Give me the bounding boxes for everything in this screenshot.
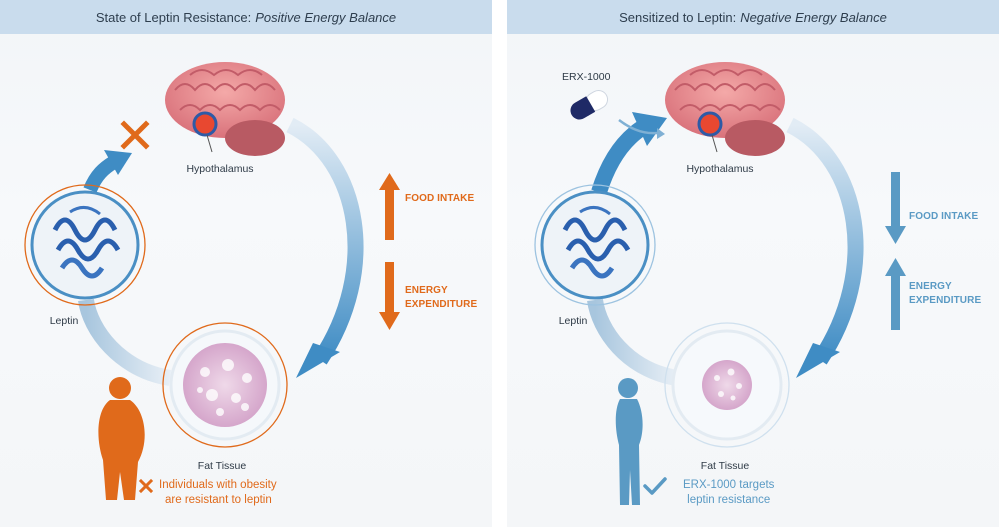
fat-tissue-label: Fat Tissue [197,460,247,472]
energy-expenditure-label: ENERGY EXPENDITURE [909,280,981,308]
food-intake-label: FOOD INTAKE [405,193,475,204]
energy-expenditure-label: ENERGY EXPENDITURE [405,284,477,312]
right-cycle-diagram [534,62,906,505]
fat-to-leptin-arc [587,298,679,386]
fat-tissue-icon [664,322,790,448]
note-line2: leptin resistance [687,494,771,506]
fat-tissue-icon [162,322,288,448]
brain-icon [665,62,785,156]
obesity-note: Individuals with obesity are resistant t… [159,478,277,508]
fat-tissue-label: Fat Tissue [700,460,750,472]
hypothalamus-label: Hypothalamus [186,163,254,175]
leptin-protein-icon [534,184,656,306]
brain-icon [165,62,285,156]
brain-to-fat-arrowhead [796,343,840,378]
note-x-icon [138,478,154,494]
left-title-prefix: State of Leptin Resistance: [95,9,252,25]
drug-to-brain-arrow [618,119,658,135]
note-line1: Individuals with obesity [159,479,277,491]
brain-to-fat-arc [786,117,864,365]
leptin-label: Leptin [49,315,79,327]
fat-to-leptin-arc [78,298,172,386]
hypothalamus-label: Hypothalamus [686,163,754,175]
left-cycle-diagram [24,62,400,500]
note-line2: are resistant to leptin [165,494,272,506]
right-panel-leptin-sensitized: Sensitized to Leptin: Negative Energy Ba… [507,0,999,527]
leptin-to-brain-arrow [83,155,118,193]
left-title-emphasis: Positive Energy Balance [255,9,397,25]
leptin-protein-icon [24,184,146,306]
energy-label-line1: ENERGY [909,281,952,292]
drug-label: ERX-1000 [562,71,611,83]
right-title-emphasis: Negative Energy Balance [740,9,887,25]
food-intake-down-arrow [885,172,906,244]
brain-to-fat-arrowhead [296,343,340,378]
right-panel-title: Sensitized to Leptin: Negative Energy Ba… [507,0,999,34]
check-icon [643,477,667,495]
brain-to-fat-arc [286,117,364,365]
energy-label-line2: EXPENDITURE [909,295,982,306]
leptin-to-brain-arrow [591,119,650,195]
energy-expenditure-up-arrow [885,258,906,330]
erx-note: ERX-1000 targets leptin resistance [683,478,774,508]
drug-pill-icon [570,90,609,120]
note-line1: ERX-1000 targets [683,479,775,491]
blocked-x-icon [120,120,150,150]
energy-expenditure-down-arrow [379,262,400,330]
leptin-label: Leptin [558,315,588,327]
food-intake-label: FOOD INTAKE [909,211,979,222]
leptin-to-brain-arrowhead [104,150,132,175]
energy-label-line2: EXPENDITURE [405,299,478,310]
energy-label-line1: ENERGY [405,285,448,296]
slim-person-icon [615,378,643,505]
left-panel-title: State of Leptin Resistance: Positive Ene… [0,0,492,34]
right-title-prefix: Sensitized to Leptin: [619,9,737,25]
left-panel-leptin-resistance: State of Leptin Resistance: Positive Ene… [0,0,492,527]
food-intake-up-arrow [379,173,400,240]
leptin-to-brain-arrowhead [632,112,667,146]
obese-person-icon [98,377,145,500]
